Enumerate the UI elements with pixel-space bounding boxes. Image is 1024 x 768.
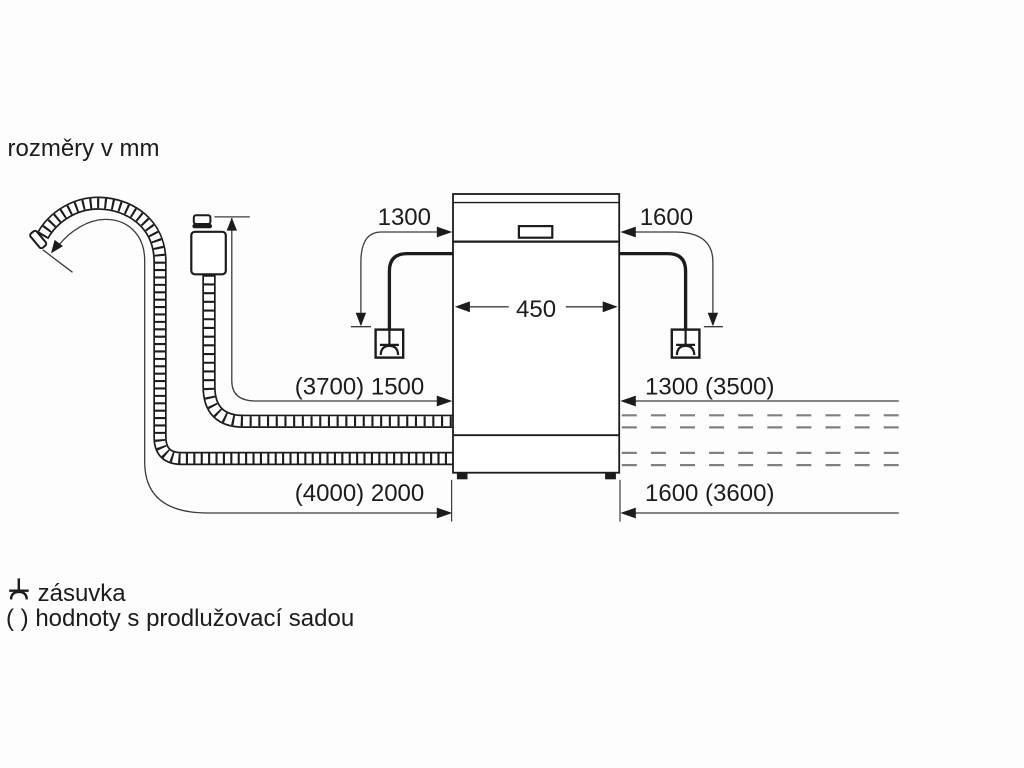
svg-text:1300: 1300 xyxy=(378,204,431,231)
svg-text:450: 450 xyxy=(516,296,556,323)
svg-text:1600 (3600): 1600 (3600) xyxy=(645,480,774,507)
svg-text:1300 (3500): 1300 (3500) xyxy=(645,374,774,401)
svg-text:(4000) 2000: (4000) 2000 xyxy=(295,480,424,507)
svg-text:zásuvka: zásuvka xyxy=(38,580,127,607)
svg-text:(3700) 1500: (3700) 1500 xyxy=(295,374,424,401)
svg-text:( ) hodnoty s prodlužovací sad: ( ) hodnoty s prodlužovací sadou xyxy=(6,605,354,632)
svg-text:1600: 1600 xyxy=(640,204,693,231)
svg-text:rozměry v mm: rozměry v mm xyxy=(8,135,160,162)
